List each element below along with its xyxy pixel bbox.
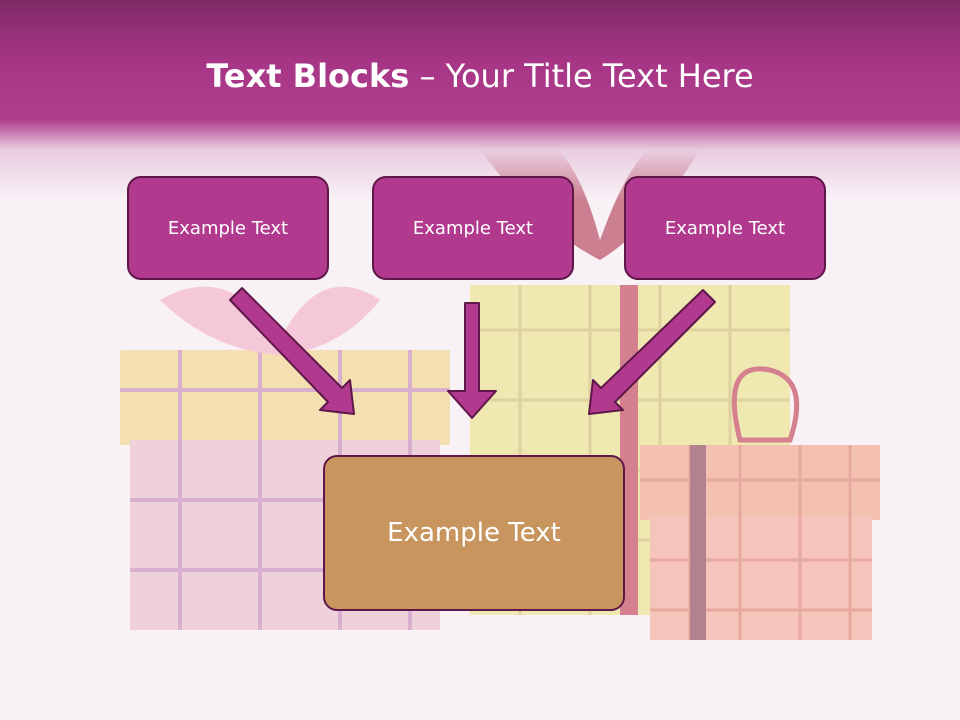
text-block-3-label: Example Text bbox=[664, 217, 786, 239]
arrow-right bbox=[588, 289, 716, 415]
title-rest-text: – Your Title Text Here bbox=[409, 57, 754, 95]
text-block-2[interactable]: Example Text bbox=[372, 176, 574, 280]
title-bar bbox=[0, 0, 960, 200]
target-text-block-label: Example Text bbox=[387, 518, 561, 548]
title-bold-text: Text Blocks bbox=[206, 57, 410, 95]
text-block-1-label: Example Text bbox=[167, 217, 289, 239]
text-block-2-label: Example Text bbox=[412, 217, 534, 239]
target-text-block[interactable]: Example Text bbox=[323, 455, 625, 611]
arrow-left bbox=[229, 287, 355, 415]
slide-title: Text Blocks – Your Title Text Here bbox=[0, 54, 960, 98]
text-block-1[interactable]: Example Text bbox=[127, 176, 329, 280]
arrow-center bbox=[447, 302, 497, 419]
text-block-3[interactable]: Example Text bbox=[624, 176, 826, 280]
